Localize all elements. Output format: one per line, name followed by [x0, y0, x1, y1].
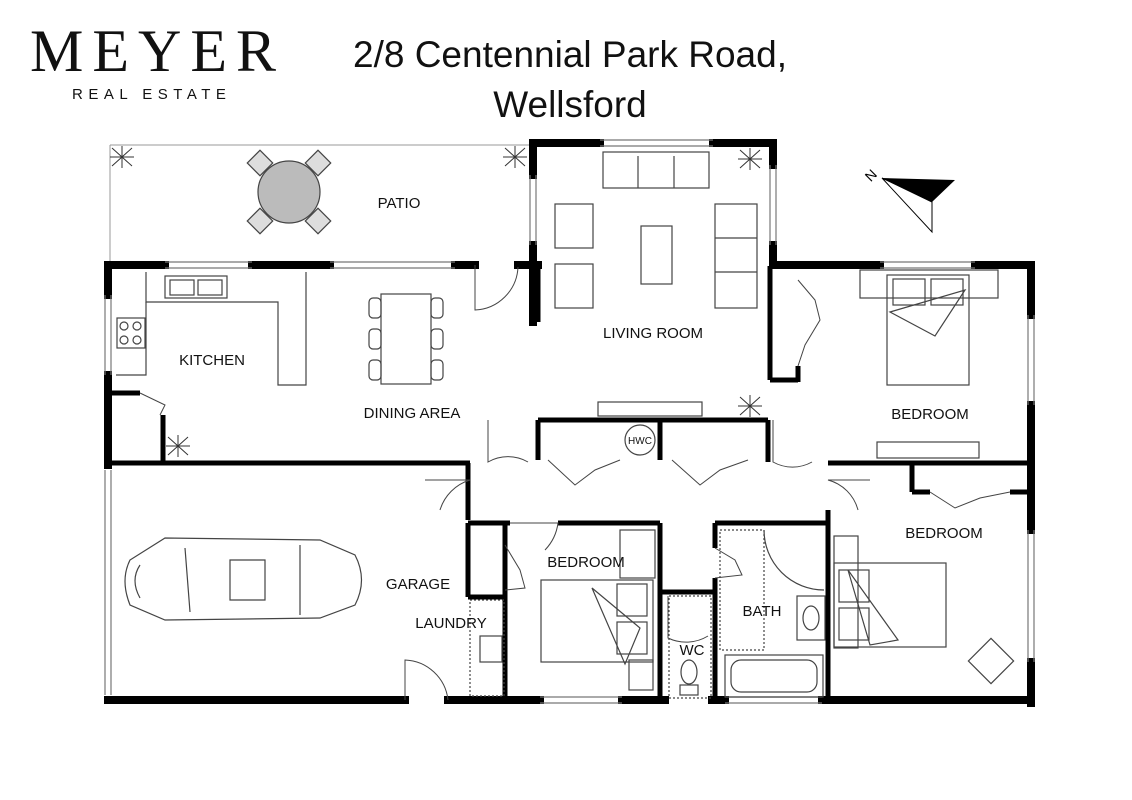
property-address: 2/8 Centennial Park Road, Wellsford	[300, 30, 840, 130]
patio-outline	[109, 144, 530, 262]
compass-label: N	[862, 166, 880, 184]
room-label-kitchen: KITCHEN	[179, 352, 245, 369]
room-label-hwc: HWC	[628, 436, 652, 447]
dining-table	[368, 293, 444, 385]
kitchen-fixtures	[116, 272, 307, 386]
brand-logo: MEYER REAL ESTATE	[30, 18, 290, 103]
room-label-bath: BATH	[743, 603, 782, 620]
room-label-bedroom-center: BEDROOM	[547, 554, 625, 571]
room-label-wc: WC	[680, 642, 705, 659]
bath-fixtures	[719, 529, 826, 698]
car-icon	[124, 537, 363, 621]
bedroom-ne-furniture	[859, 269, 999, 459]
room-label-bedroom-ne: BEDROOM	[891, 406, 969, 423]
interior-walls	[108, 266, 1031, 700]
address-line-1: 2/8 Centennial Park Road,	[353, 34, 787, 75]
logo-tagline: REAL ESTATE	[72, 86, 232, 103]
patio-table	[246, 149, 332, 235]
room-label-dining: DINING AREA	[364, 405, 461, 422]
living-furniture	[554, 151, 758, 417]
hwc-fixture	[624, 424, 656, 456]
bedroom-se-furniture	[833, 535, 1015, 685]
laundry-tub	[469, 599, 505, 697]
north-compass-icon: N	[862, 166, 955, 234]
door-swings	[139, 265, 1011, 701]
logo-wordmark: MEYER	[30, 18, 285, 84]
plant-icons	[110, 146, 762, 457]
room-label-patio: PATIO	[378, 195, 421, 212]
window-lines	[104, 139, 1035, 704]
room-label-living: LIVING ROOM	[603, 325, 703, 342]
exterior-walls	[104, 139, 1035, 707]
room-label-garage: GARAGE	[386, 576, 450, 593]
wc-fixture	[668, 595, 712, 699]
bedroom-center-furniture	[540, 529, 656, 691]
room-label-bedroom-se: BEDROOM	[905, 525, 983, 542]
address-line-2: Wellsford	[493, 84, 647, 125]
room-label-laundry: LAUNDRY	[415, 615, 486, 632]
